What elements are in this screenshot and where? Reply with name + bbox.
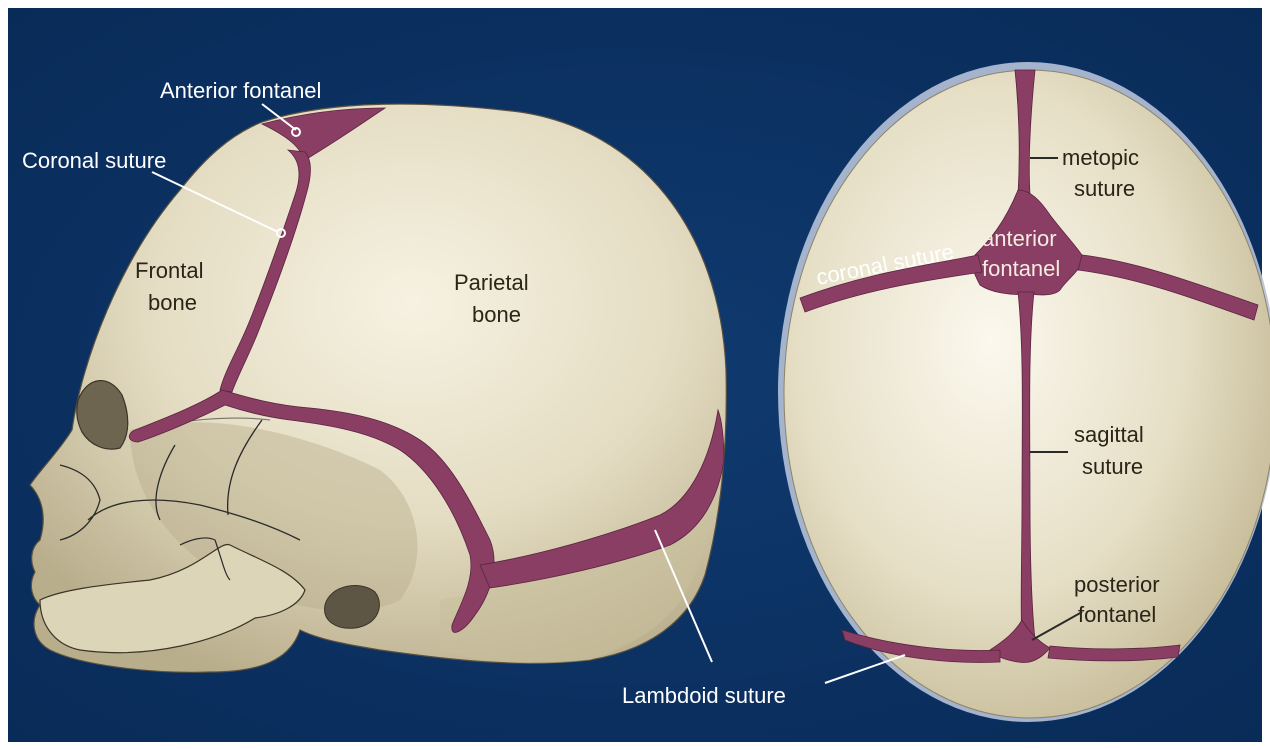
label-metopic-suture-2: suture: [1074, 176, 1135, 201]
label-coronal-suture: Coronal suture: [22, 148, 166, 173]
label-frontal-bone-1: Frontal: [135, 258, 203, 283]
label-anterior-fontanel-top-2: fontanel: [982, 256, 1060, 281]
label-posterior-fontanel-2: fontanel: [1078, 602, 1156, 627]
label-sagittal-suture-1: sagittal: [1074, 422, 1144, 447]
label-posterior-fontanel-1: posterior: [1074, 572, 1160, 597]
label-parietal-bone-1: Parietal: [454, 270, 529, 295]
label-sagittal-suture-2: suture: [1082, 454, 1143, 479]
top-view-skull: [778, 62, 1270, 722]
label-parietal-bone-2: bone: [472, 302, 521, 327]
label-frontal-bone-2: bone: [148, 290, 197, 315]
label-lambdoid-suture: Lambdoid suture: [622, 683, 786, 708]
label-metopic-suture-1: metopic: [1062, 145, 1139, 170]
label-anterior-fontanel: Anterior fontanel: [160, 78, 321, 103]
label-anterior-fontanel-top-1: anterior: [982, 226, 1057, 251]
